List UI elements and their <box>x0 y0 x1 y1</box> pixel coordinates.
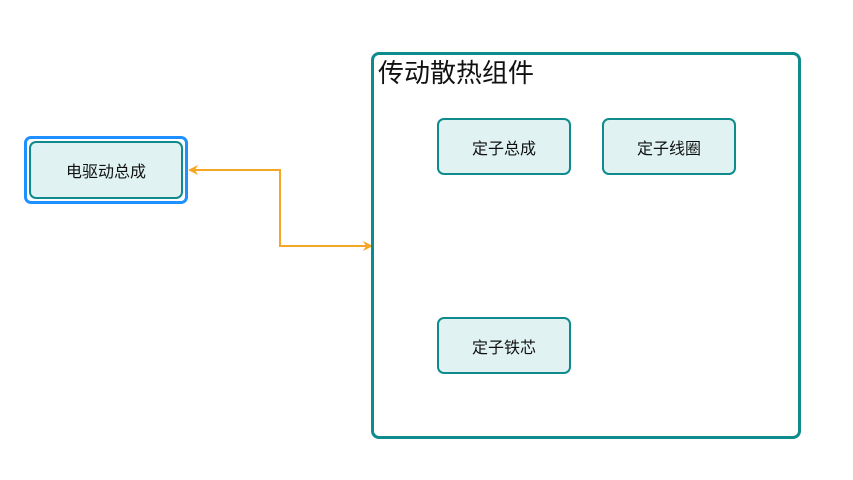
container-title: 传动散热组件 <box>378 59 535 89</box>
edge-motor-to-container[interactable] <box>188 165 373 251</box>
container-transmission-cooling[interactable]: 传动散热组件 <box>371 52 801 439</box>
node-label: 定子总成 <box>471 138 536 158</box>
node-label: 电驱动总成 <box>65 162 146 181</box>
selection-outline <box>24 136 188 204</box>
node-label: 定子线圈 <box>636 138 701 158</box>
node-label: 定子铁芯 <box>471 337 536 357</box>
node-stator-assembly[interactable]: 定子总成 <box>437 118 571 175</box>
node-stator-coil[interactable]: 定子线圈 <box>602 118 736 175</box>
node-motor-assembly[interactable]: 电驱动总成 <box>29 141 183 199</box>
node-stator-core[interactable]: 定子铁芯 <box>437 317 571 374</box>
